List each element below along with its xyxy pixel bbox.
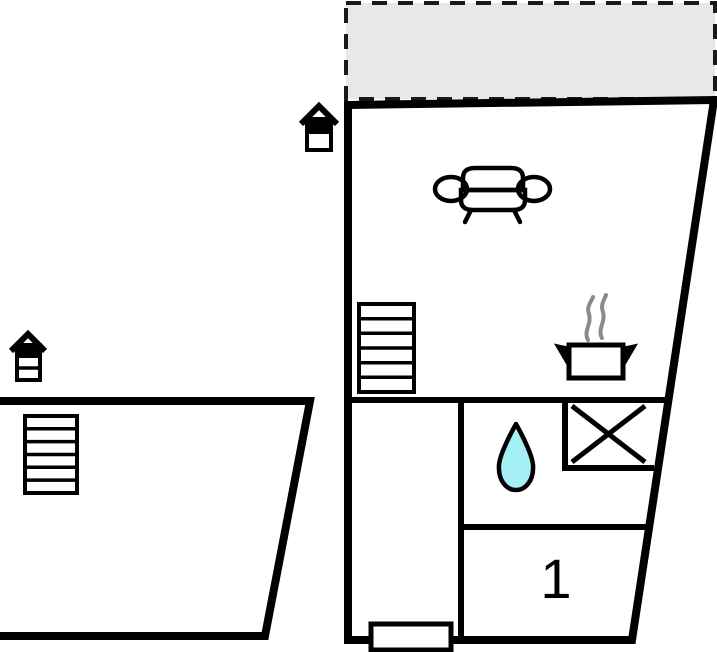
entrance-marker-icon (8, 329, 48, 382)
entrance-panel-dark (306, 118, 332, 134)
steam-wisp-right (598, 293, 608, 340)
steam-wisp-left (584, 295, 595, 342)
right-building-walls (344, 95, 717, 644)
terrace-region (344, 1, 717, 101)
entrance-panel-dark (16, 344, 41, 358)
x-box-outline (562, 400, 654, 471)
sofa-leg-right (511, 207, 523, 225)
sofa-backrest (460, 165, 526, 193)
water-drop-icon (496, 421, 536, 493)
sofa-icon (432, 165, 553, 225)
right-building-interior-walls (348, 397, 668, 640)
pot-body (566, 342, 626, 381)
x-box-icon (562, 400, 654, 471)
sofa-arm-left (432, 174, 470, 204)
x-box-diagonal-2 (570, 404, 647, 464)
terrace-fill (344, 1, 717, 101)
sofa-leg-left (462, 207, 474, 225)
radiator-icon (357, 302, 416, 394)
sofa-arm-right (515, 174, 553, 204)
right-building-outline (344, 95, 717, 644)
cooking-pot-icon (553, 293, 639, 381)
door-opening (368, 621, 454, 652)
water-drop-shape (496, 421, 536, 493)
radiator-icon (23, 414, 79, 495)
door-opening-box (368, 621, 454, 652)
room-number-label: 1 (540, 547, 571, 610)
entrance-marker-icon (298, 101, 340, 152)
